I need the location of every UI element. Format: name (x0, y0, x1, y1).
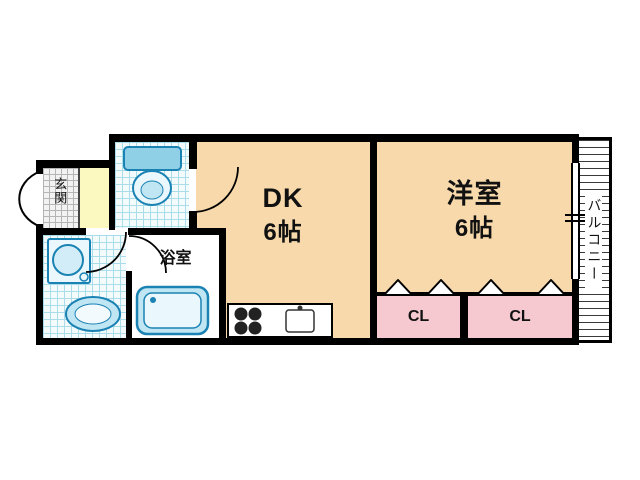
wall (36, 228, 86, 235)
dk-name: DK (262, 183, 304, 213)
wall (36, 160, 43, 174)
dk-size: 6帖 (263, 218, 303, 246)
room-washroom (43, 235, 126, 338)
wall (126, 271, 132, 338)
wall (219, 228, 226, 338)
closet-right-label: CL (509, 308, 531, 325)
balcony-rail (609, 137, 612, 343)
wall (128, 228, 226, 235)
window-glass (571, 163, 580, 279)
balcony-rail (579, 137, 612, 140)
wall (460, 292, 468, 345)
western-room-label: 洋室 6帖 (377, 179, 572, 242)
dk-label: DK 6帖 (196, 183, 370, 246)
wall (370, 134, 377, 345)
western-room-name: 洋室 (446, 179, 503, 209)
closet-left (377, 296, 460, 338)
room-hall (80, 168, 109, 228)
western-room-size: 6帖 (454, 214, 495, 242)
bathroom-label: 浴室 (159, 250, 192, 267)
wall (109, 140, 115, 230)
wall (36, 338, 578, 345)
closet-right (468, 296, 572, 338)
room-western (377, 142, 572, 293)
wall (109, 134, 579, 142)
wall (36, 160, 115, 168)
balcony-label: バルコニー (585, 193, 603, 288)
wall (377, 292, 572, 296)
wall (36, 224, 43, 345)
balcony-rail (579, 340, 612, 343)
wall (189, 134, 197, 169)
entrance-label: 玄関 (52, 177, 68, 205)
entrance-step-line (78, 168, 80, 228)
room-entrance (43, 168, 80, 228)
closet-left-label: CL (407, 308, 430, 325)
door-arc-entrance (18, 170, 42, 228)
wall (189, 211, 197, 235)
room-toilet (115, 142, 189, 228)
